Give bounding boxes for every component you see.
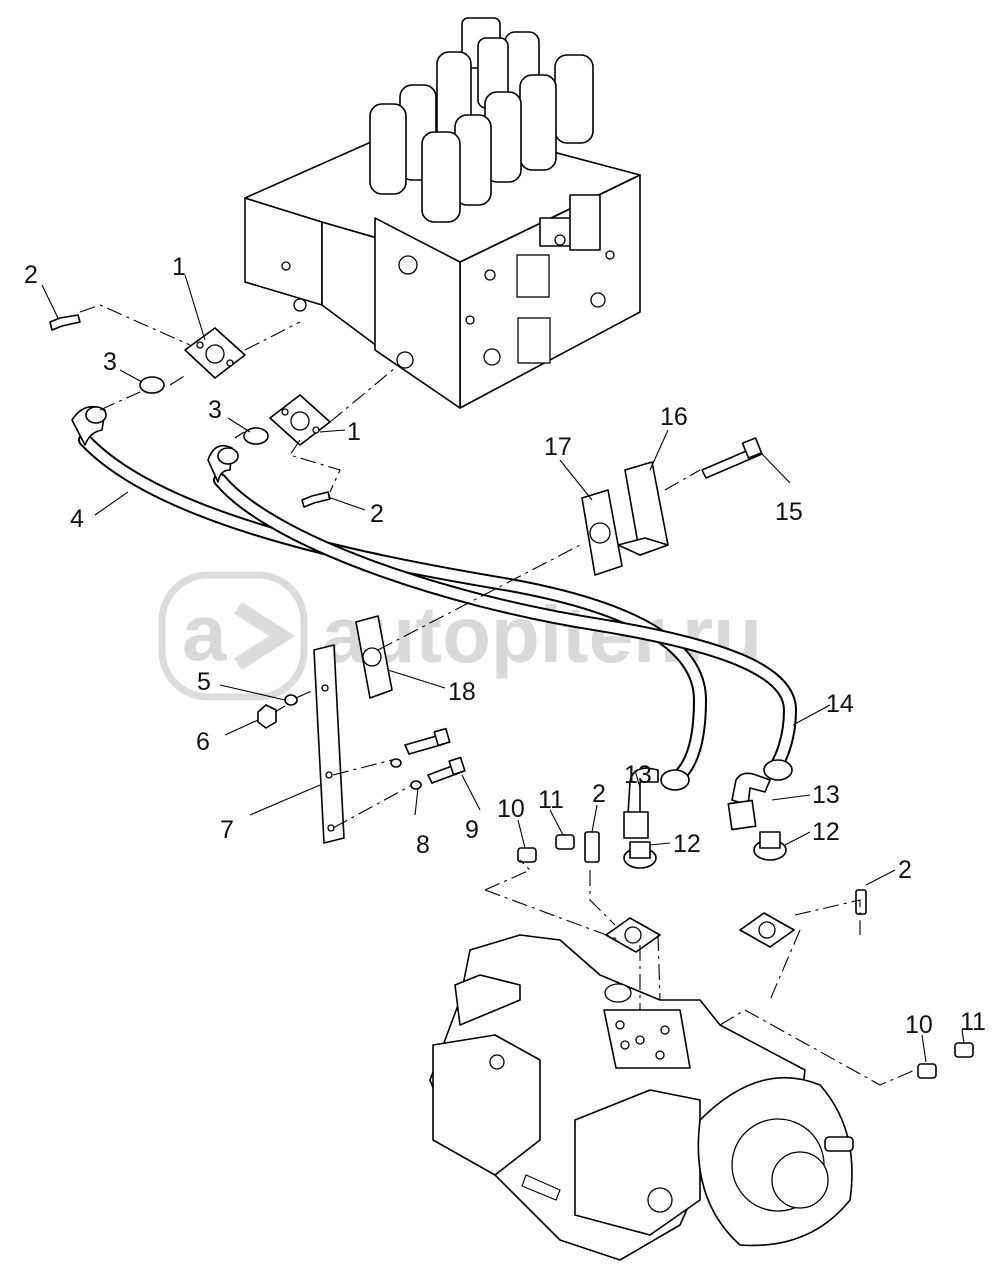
callout-10: 10 [905,1011,933,1039]
clamp-parts [355,437,763,699]
upper-fittings [49,314,331,508]
valve-block-ports [281,194,615,369]
callout-2: 2 [24,261,38,289]
callout-10: 10 [497,795,525,823]
callout-8: 8 [416,831,430,859]
callout-2: 2 [898,856,912,884]
callout-14: 14 [826,690,854,718]
callout-3: 3 [208,396,222,424]
bracket-hardware [257,644,466,844]
assembly-lines [79,304,916,1086]
callout-11: 11 [960,1008,986,1036]
callout-7: 7 [220,816,234,844]
callout-13: 13 [812,781,840,809]
callout-16: 16 [660,403,688,431]
callouts: 1 2 3 3 1 2 4 17 16 15 5 18 6 14 7 8 9 1… [24,253,986,1039]
callout-2: 2 [592,780,606,808]
hose-assembly [71,405,797,791]
callout-11: 11 [538,786,564,814]
pump-fittings [517,767,974,1079]
callout-17: 17 [544,433,572,461]
control-valve-block [244,17,641,409]
callout-3: 3 [103,348,117,376]
callout-5: 5 [197,668,211,696]
watermark-logo: a [182,588,227,677]
callout-12: 12 [673,830,701,858]
callout-15: 15 [775,498,803,526]
callout-6: 6 [196,728,210,756]
callout-12: 12 [812,818,840,846]
callout-9: 9 [465,816,479,844]
callout-4: 4 [70,505,84,533]
callout-13: 13 [624,761,652,789]
callout-1: 1 [347,418,361,446]
spool-caps [369,17,594,223]
hydraulic-pump [429,934,854,1261]
callout-1: 1 [172,253,186,281]
leader-lines [41,274,965,1063]
callout-2: 2 [370,500,384,528]
callout-18: 18 [448,678,476,706]
